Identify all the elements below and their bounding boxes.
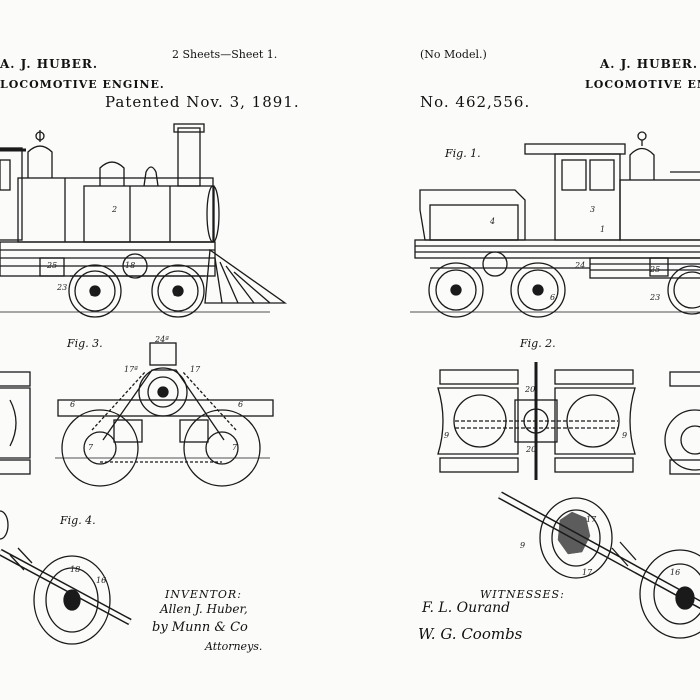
svg-text:25: 25 [46,261,57,270]
witness-1-signature: F. L. Ourand [422,600,511,616]
svg-text:24: 24 [574,261,585,270]
inventor-caption: INVENTOR: [165,588,242,601]
fig4-label: Fig. 4. [60,514,96,527]
svg-text:23: 23 [649,293,660,302]
svg-text:16: 16 [670,568,680,577]
svg-text:6: 6 [173,289,178,298]
svg-text:17: 17 [586,515,597,524]
witness-2-signature: W. G. Coombs [418,625,523,643]
svg-text:6: 6 [550,293,555,302]
axle-sprocket-drawing [498,491,700,639]
left-reference-numerals: 2 25 23 6 6 18 24ª 17ª 17 6 6 7 7 18 16 [46,205,243,585]
svg-text:1: 1 [600,225,605,234]
witnesses-caption: WITNESSES: [480,588,565,601]
fig3-truck-chain-drawing [55,342,274,487]
fig2-plan-view-drawing [437,362,636,480]
right-title: LOCOMOTIVE ENGINE. [585,78,700,91]
svg-text:9: 9 [520,541,525,550]
svg-text:9: 9 [444,431,449,440]
patent-date: Patented Nov. 3, 1891. [105,93,300,111]
model-note: (No Model.) [420,48,487,61]
right-reference-numerals: 4 3 1 24 25 6 23 20 20 9 9 17 17 9 16 [444,205,680,577]
svg-text:7: 7 [232,443,238,452]
fig3-label: Fig. 3. [67,337,103,350]
inventor-signature: Allen J. Huber, [160,602,248,616]
sheet-label: 2 Sheets—Sheet 1. [172,48,278,61]
svg-text:17ª: 17ª [124,365,138,374]
svg-text:3: 3 [590,205,595,214]
svg-text:24ª: 24ª [154,335,169,344]
svg-text:16: 16 [96,576,106,585]
svg-text:25: 25 [649,265,660,274]
fig1-locomotive-drawing [410,131,700,318]
svg-text:6: 6 [238,400,243,409]
left-patent-sheet: A. J. HUBER. LOCOMOTIVE ENGINE. 2 Sheets… [0,48,300,653]
right-drawings: 4 3 1 24 25 6 23 20 20 9 9 17 17 9 16 [410,131,700,639]
svg-text:18: 18 [70,565,80,574]
left-title: LOCOMOTIVE ENGINE. [0,78,165,91]
partial-truck-view-right [664,371,700,475]
fig4-axle-wheel-drawing [0,510,132,645]
svg-text:18: 18 [125,261,135,270]
fig2-label: Fig. 2. [520,337,556,350]
svg-text:7: 7 [88,443,94,452]
svg-text:17: 17 [190,365,201,374]
partial-wheel-plan-view [0,371,31,475]
svg-text:4: 4 [489,217,495,226]
attorney-signature: by Munn & Co [152,620,248,635]
svg-text:17: 17 [582,568,593,577]
right-patent-sheet: (No Model.) A. J. HUBER. LOCOMOTIVE ENGI… [350,0,700,700]
svg-text:9: 9 [622,431,627,440]
left-drawings: 2 25 23 6 6 18 24ª 17ª 17 6 6 7 7 18 16 [0,123,288,645]
right-inventor-header: A. J. HUBER. [600,57,699,71]
svg-text:20: 20 [525,445,536,454]
fig1-label: Fig. 1. [445,147,481,160]
svg-text:6: 6 [70,400,75,409]
fig-locomotive-side-left [0,123,288,318]
svg-text:20: 20 [524,385,535,394]
svg-text:6: 6 [90,289,95,298]
svg-text:2: 2 [111,205,117,214]
attorneys-caption: Attorneys. [205,640,263,653]
left-inventor-header: A. J. HUBER. [0,57,99,71]
svg-text:23: 23 [56,283,67,292]
patent-number: No. 462,556. [420,93,531,111]
